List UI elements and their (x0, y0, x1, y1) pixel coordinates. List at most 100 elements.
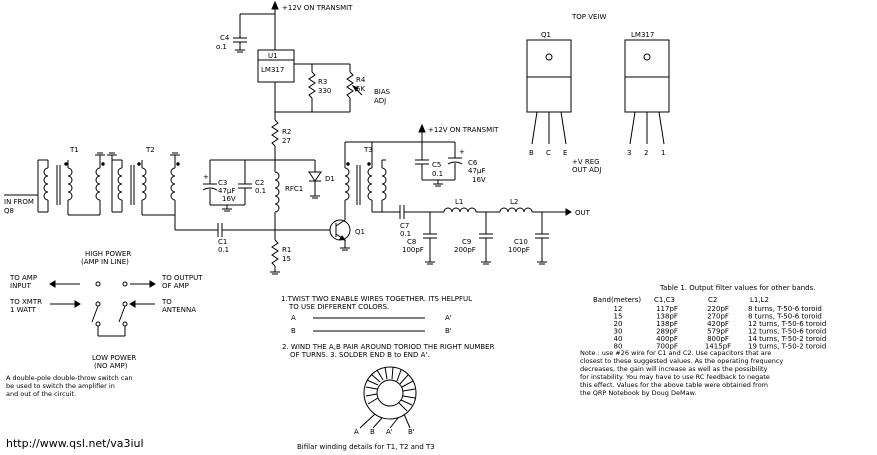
table-cell-c2: 420pF (707, 320, 729, 328)
r3-value: 330 (318, 87, 331, 95)
table-cell-l1l2: 14 turns, T-50-2 toroid (748, 335, 826, 343)
toroid-lead-a: A (354, 428, 359, 436)
input-label: IN FROM (4, 198, 34, 206)
toroid-lead-b: B (370, 428, 375, 436)
r1-ref: R1 (282, 246, 291, 254)
c5-ref: C5 (432, 161, 441, 169)
switch-section: HIGH POWER (AMP IN LINE) TO AMP INPUT TO… (6, 250, 203, 398)
table-cell-c1c3: 117pF (656, 305, 678, 313)
to-amp-input-label-2: INPUT (10, 282, 32, 290)
winding-step1-line2: TO USE DIFFERENT COLORS. (288, 303, 389, 311)
q1-ref: Q1 (355, 228, 365, 236)
to-output-amp-label: TO OUTPUT (161, 274, 203, 282)
lm317-outadj-label: OUT ADJ (572, 166, 601, 174)
c1-ref: C1 (218, 238, 227, 246)
table-header-c2: C2 (708, 296, 717, 304)
r3-ref: R3 (318, 78, 327, 86)
table-header-row: Band(meters) C1,C3 C2 L1,L2 (593, 296, 769, 304)
c3-plus: + (203, 173, 209, 181)
table-cell-l1l2: 19 turns, T-50-2 toroid (748, 343, 826, 351)
table-note-5: this effect. Values for the above table … (580, 381, 768, 389)
lm317-package (624, 39, 670, 113)
low-power-title: LOW POWER (92, 354, 136, 362)
table-cell-l1l2: 12 turns, T-50-6 toroid (748, 328, 826, 336)
l1-ref: L1 (455, 198, 463, 206)
table-cell-c2: 270pF (707, 313, 729, 321)
q1-pin-b: B (529, 149, 534, 157)
rfc1-ref: RFC1 (285, 185, 303, 193)
q1-package (526, 39, 572, 113)
winding-step2-line1: 2. WIND THE A,B PAIR AROUND TORIOD THE R… (282, 343, 495, 351)
c5-value: 0.1 (432, 170, 443, 178)
c2-value: 0.1 (255, 187, 266, 195)
wire-b-label: B (291, 327, 296, 335)
switch-caption-2: be used to switch the amplifier in (6, 382, 115, 390)
c3-voltage: 16V (222, 195, 236, 203)
supply-mid-label: +12V ON TRANSMIT (428, 126, 499, 134)
bias-section: + C3 47µF 16V C2 0.1 RFC1 D1 R1 15 (202, 159, 335, 275)
table-cell-c1c3: 400pF (656, 335, 678, 343)
switch-caption-3: and out of the circuit. (6, 390, 76, 398)
table-cell-band: 40 (614, 335, 623, 343)
c8-value: 100pF (402, 246, 424, 254)
wire-a-end-label: A' (445, 314, 452, 322)
table-cell-c1c3: 138pF (656, 313, 678, 321)
q1-package-label: Q1 (541, 31, 551, 39)
toroid-outer (363, 366, 417, 420)
table-cell-c2: 220pF (707, 305, 729, 313)
toroid-lead-a-prime: A' (386, 428, 393, 436)
t2-ref: T2 (145, 146, 155, 154)
toroid-windings (365, 366, 416, 412)
switch-caption-1: A double-pole double-throw switch can (6, 374, 133, 382)
t1-ref: T1 (69, 146, 79, 154)
c7-value: 0.1 (400, 230, 411, 238)
c8-ref: C8 (407, 238, 416, 246)
table-note-6: the QRP Notebook by Doug DeMaw. (580, 389, 696, 397)
r4-value: 5K (356, 85, 365, 93)
c7-ref: C7 (400, 222, 409, 230)
output-stage: Q1 T3 +12V ON TRANSMIT C5 0.1 (329, 123, 591, 265)
lm317-pin-2: 2 (644, 149, 648, 157)
top-view-section: TOP VEIW Q1 LM317 B C E 3 2 1 +V REG OUT… (526, 13, 670, 174)
supply-top-label: +12V ON TRANSMIT (282, 4, 353, 12)
table-cell-c1c3: 289pF (656, 328, 678, 336)
c4-value: o.1 (216, 43, 227, 51)
wire-b-end-label: B' (445, 327, 452, 335)
table-title: Table 1. Output filter values for other … (659, 284, 815, 292)
winding-step2-line2: OF TURNS. 3. SOLDER END B to END A'. (290, 351, 430, 359)
r4-ref: R4 (356, 76, 366, 84)
c9-ref: C9 (462, 238, 471, 246)
c6-value: 47µF (468, 167, 485, 175)
bias-label: BIAS (374, 88, 391, 96)
low-power-subtitle: (NO AMP) (94, 362, 128, 370)
table-cell-band: 80 (614, 343, 623, 351)
c4-ref: C4 (220, 34, 230, 42)
lm317-package-label: LM317 (631, 31, 654, 39)
lm317-pin-1: 1 (661, 149, 665, 157)
u1-part: LM317 (261, 66, 284, 74)
table-cell-c2: 1415pF (705, 343, 731, 351)
table-cell-c2: 579pF (707, 328, 729, 336)
c6-plus: + (459, 148, 465, 156)
c1-value: 0.1 (218, 246, 229, 254)
high-power-subtitle: (AMP IN LINE) (81, 258, 129, 266)
high-power-title: HIGH POWER (85, 250, 131, 258)
toroid-lead-b-prime: B' (408, 428, 415, 436)
c6-ref: C6 (468, 159, 478, 167)
wire-a-label: A (291, 314, 296, 322)
table-header-band: Band(meters) (593, 296, 641, 304)
c2-ref: C2 (255, 179, 264, 187)
supply-section: +12V ON TRANSMIT C4 o.1 U1 LM317 R3 330 … (216, 0, 391, 160)
to-xmtr-label-2: 1 WATT (10, 306, 37, 314)
lm317-pin-3: 3 (627, 149, 631, 157)
winding-caption: Bifilar winding details for T1, T2 and T… (297, 443, 435, 451)
to-amp-input-label: TO AMP (9, 274, 37, 282)
q1-transistor (329, 219, 351, 241)
